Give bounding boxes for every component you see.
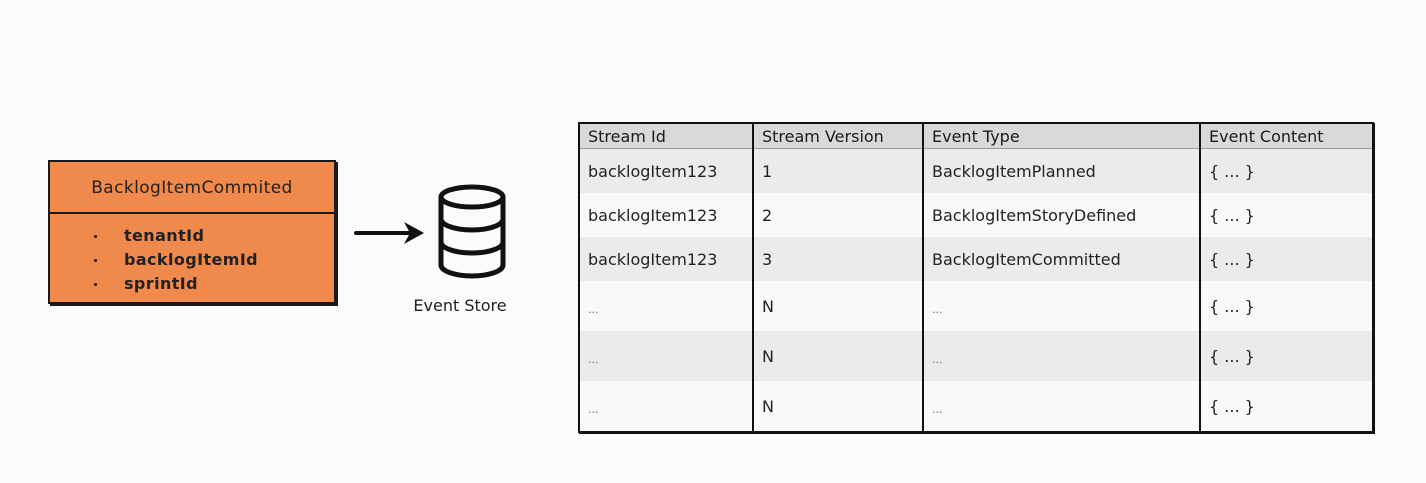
event-store-table: Stream Id Stream Version Event Type Even… — [578, 122, 1374, 433]
table-row: ... N ... { ... } — [579, 331, 1373, 381]
event-type-cell: ... — [922, 331, 1200, 381]
event-content-cell: { ... } — [1199, 381, 1373, 432]
stream-version-cell: 1 — [752, 148, 923, 193]
event-content-cell: { ... } — [1199, 237, 1373, 281]
event-field-list: tenantId backlogItemId sprintId — [50, 214, 334, 296]
event-content-cell: { ... } — [1199, 281, 1373, 331]
event-field-label: sprintId — [124, 274, 198, 293]
bullet-icon — [94, 235, 97, 238]
event-type-cell: BacklogItemStoryDefined — [922, 193, 1200, 237]
table-row: ... N ... { ... } — [579, 381, 1373, 432]
event-type-cell: BacklogItemCommitted — [922, 237, 1200, 281]
column-header-event-type: Event Type — [922, 123, 1200, 149]
event-field-label: backlogItemId — [124, 250, 259, 269]
event-type-cell: ... — [922, 281, 1200, 331]
event-field-item: sprintId — [50, 272, 334, 296]
column-header-stream-id: Stream Id — [579, 123, 753, 149]
stream-id-cell: backlogItem123 — [579, 148, 753, 193]
stream-id-cell: ... — [579, 381, 753, 432]
bullet-icon — [94, 283, 97, 286]
stream-version-cell: N — [752, 281, 923, 331]
event-content-cell: { ... } — [1199, 148, 1373, 193]
event-class-name: BacklogItemCommited — [50, 162, 334, 214]
stream-version-cell: N — [752, 331, 923, 381]
table-row: backlogItem123 2 BacklogItemStoryDefined… — [579, 193, 1373, 237]
event-field-label: tenantId — [124, 226, 205, 245]
event-class-box: BacklogItemCommited tenantId backlogItem… — [48, 160, 336, 304]
stream-version-cell: 2 — [752, 193, 923, 237]
stream-id-cell: ... — [579, 331, 753, 381]
stream-version-cell: 3 — [752, 237, 923, 281]
stream-version-cell: N — [752, 381, 923, 432]
column-header-stream-version: Stream Version — [752, 123, 923, 149]
table-header-row: Stream Id Stream Version Event Type Even… — [579, 123, 1373, 149]
event-field-item: backlogItemId — [50, 248, 334, 272]
stream-id-cell: backlogItem123 — [579, 237, 753, 281]
right-arrow-icon — [354, 222, 424, 244]
event-field-item: tenantId — [50, 224, 334, 248]
event-type-cell: ... — [922, 381, 1200, 432]
stream-id-cell: backlogItem123 — [579, 193, 753, 237]
event-type-cell: BacklogItemPlanned — [922, 148, 1200, 193]
table-row: backlogItem123 3 BacklogItemCommitted { … — [579, 237, 1373, 281]
event-content-cell: { ... } — [1199, 331, 1373, 381]
stream-id-cell: ... — [579, 281, 753, 331]
table-row: backlogItem123 1 BacklogItemPlanned { ..… — [579, 148, 1373, 193]
event-store-label: Event Store — [413, 296, 507, 315]
event-content-cell: { ... } — [1199, 193, 1373, 237]
column-header-event-content: Event Content — [1199, 123, 1373, 149]
database-icon — [438, 184, 506, 279]
bullet-icon — [94, 259, 97, 262]
table-row: ... N ... { ... } — [579, 281, 1373, 331]
